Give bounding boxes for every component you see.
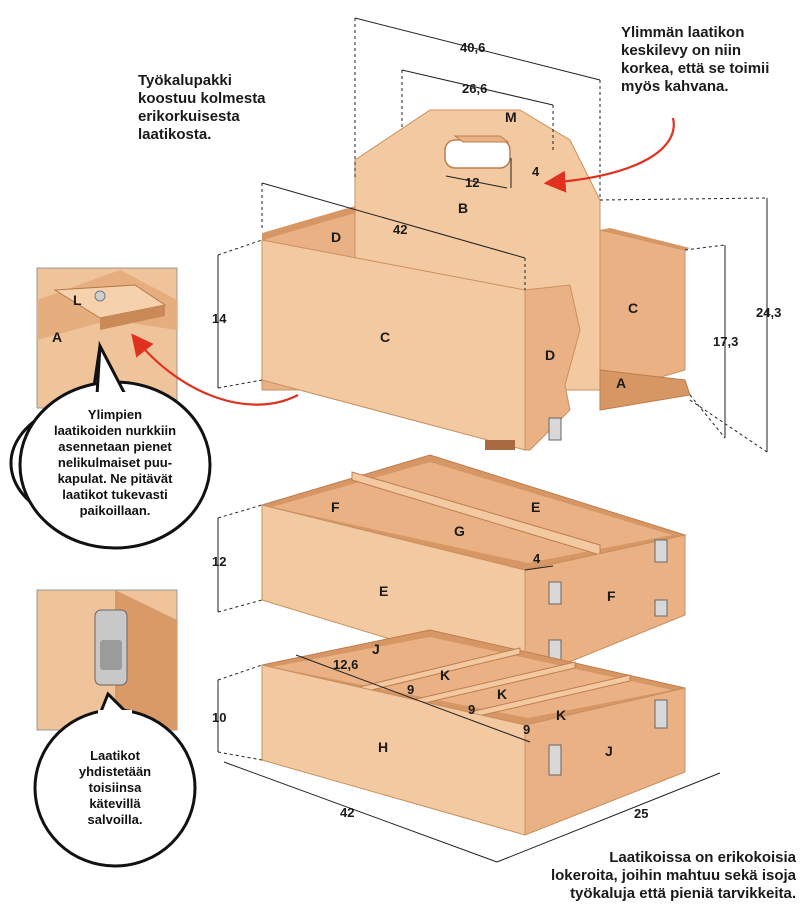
label-C-front: C — [380, 329, 390, 345]
dim-4-handle: 4 — [532, 164, 540, 179]
screw-icon — [94, 290, 106, 302]
label-B: B — [458, 200, 468, 216]
bubble-corner-text: Ylimpien laatikoiden nurkkiin asennetaan… — [53, 407, 177, 518]
dim-9-b: 9 — [468, 702, 475, 717]
label-F-side: F — [607, 588, 616, 604]
label-J-side: J — [605, 743, 613, 759]
dim-9-c: 9 — [523, 722, 530, 737]
part-C-right-panel — [599, 229, 686, 396]
label-A-right: A — [616, 375, 626, 391]
dim-17-3: 17,3 — [713, 334, 738, 349]
latch-bottom-2 — [654, 699, 668, 729]
label-D-side: D — [545, 347, 555, 363]
latch-middle-2 — [654, 539, 668, 563]
latch-middle-1 — [548, 581, 562, 605]
dim-14: 14 — [212, 311, 227, 326]
part-A-bottom — [599, 369, 691, 411]
bottom-box — [261, 629, 686, 836]
latch-top — [548, 417, 562, 441]
label-D-top: D — [331, 229, 341, 245]
handle-grip-M — [453, 135, 510, 143]
dim-26-6: 26,6 — [462, 81, 487, 96]
dim-42-top: 42 — [393, 222, 407, 237]
label-F-top: F — [331, 499, 340, 515]
label-E-top: E — [531, 499, 540, 515]
label-K-3: K — [556, 707, 566, 723]
latch-middle-3 — [654, 599, 668, 617]
label-H: H — [378, 739, 388, 755]
dim-4-middle: 4 — [533, 551, 541, 566]
part-G-divider — [351, 471, 601, 556]
dim-10: 10 — [212, 710, 226, 725]
latch-bottom-1 — [548, 744, 562, 776]
label-M: M — [505, 109, 517, 125]
dimension-lines — [217, 17, 768, 863]
caption-handle: Ylimmän laatikon keskilevy on niin korke… — [621, 24, 770, 95]
bubble-latch-text: Laatikot yhdistetään toisiinsa kätevillä… — [78, 748, 152, 827]
dim-42-bottom: 42 — [340, 805, 354, 820]
dim-12-handle: 12 — [465, 175, 479, 190]
part-J-side — [524, 687, 686, 836]
label-E-front: E — [379, 583, 388, 599]
dim-40-6: 40,6 — [460, 40, 485, 55]
red-arrow-handle — [543, 117, 675, 193]
label-C-right: C — [628, 300, 638, 316]
caption-compartments: Laatikoissa on erikokoisia lokeroita, jo… — [550, 849, 796, 902]
bottom-box-interior — [272, 637, 672, 718]
top-box — [261, 109, 691, 451]
label-G: G — [454, 523, 465, 539]
dim-24-3: 24,3 — [756, 305, 781, 320]
dim-12-middle: 12 — [212, 554, 226, 569]
dim-9-a: 9 — [407, 682, 414, 697]
red-arrow-corner — [131, 333, 299, 406]
dim-25: 25 — [634, 806, 648, 821]
label-L: L — [73, 292, 82, 308]
label-K-1: K — [440, 667, 450, 683]
label-K-2: K — [497, 686, 507, 702]
part-D-side-panel — [524, 284, 581, 451]
label-J-top: J — [372, 641, 380, 657]
part-F-side — [524, 534, 686, 681]
dim-12-6: 12,6 — [333, 657, 358, 672]
label-A-inset: A — [52, 329, 62, 345]
caption-intro: Työkalupakki koostuu kolmesta erikorkuis… — [138, 72, 266, 143]
handle-cutout — [444, 139, 511, 169]
